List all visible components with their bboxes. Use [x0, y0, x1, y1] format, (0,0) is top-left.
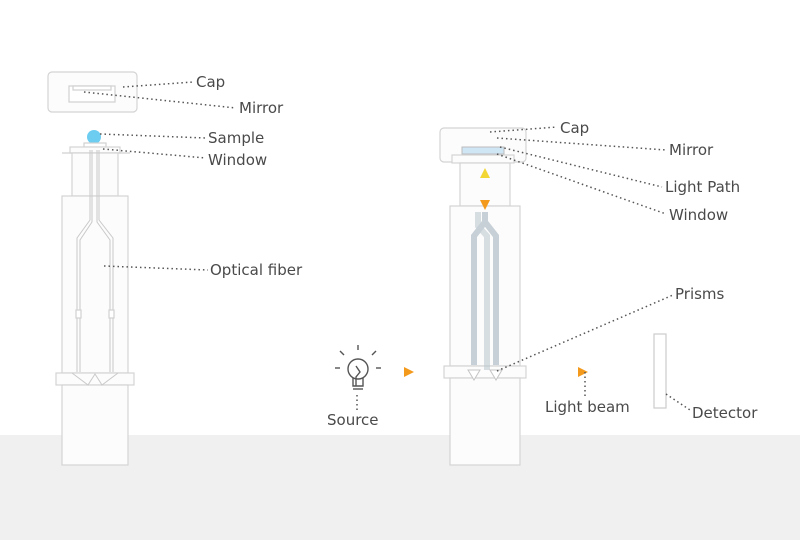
light-beam-arrow	[578, 367, 588, 377]
label-source: Source	[327, 411, 379, 429]
left-cap	[47, 71, 138, 113]
light-beam	[496, 367, 654, 377]
label-detector: Detector	[692, 404, 758, 422]
label-optical-fiber: Optical fiber	[210, 261, 303, 279]
detector	[653, 333, 667, 409]
label-mirror-right: Mirror	[669, 141, 714, 159]
light-path-down-arrow	[480, 200, 490, 210]
label-light-path: Light Path	[665, 178, 740, 196]
labels: Cap Mirror Sample Window Optical fiber C…	[196, 73, 758, 429]
leader-lines	[83, 81, 691, 411]
label-prisms: Prisms	[675, 285, 725, 303]
right-optical-fiber	[471, 212, 499, 370]
label-sample: Sample	[208, 129, 264, 147]
label-cap-left: Cap	[196, 73, 225, 91]
left-window	[62, 142, 130, 154]
label-window-right: Window	[669, 206, 728, 224]
label-cap-right: Cap	[560, 119, 589, 137]
light-bulb-icon	[335, 345, 381, 390]
right-assembly	[335, 127, 667, 466]
label-light-beam: Light beam	[545, 398, 630, 416]
floor-band	[0, 435, 800, 540]
light-path-up-arrow	[480, 168, 490, 178]
source-beam	[374, 367, 474, 377]
right-mirror	[461, 146, 505, 155]
sample-drop	[87, 130, 101, 144]
right-window	[451, 154, 515, 164]
left-assembly	[47, 71, 138, 466]
light-path	[472, 137, 498, 370]
label-window-left: Window	[208, 151, 267, 169]
left-pedestal	[55, 152, 135, 466]
label-mirror-left: Mirror	[239, 99, 284, 117]
left-optical-fiber	[71, 150, 119, 386]
source-beam-arrow	[404, 367, 414, 377]
